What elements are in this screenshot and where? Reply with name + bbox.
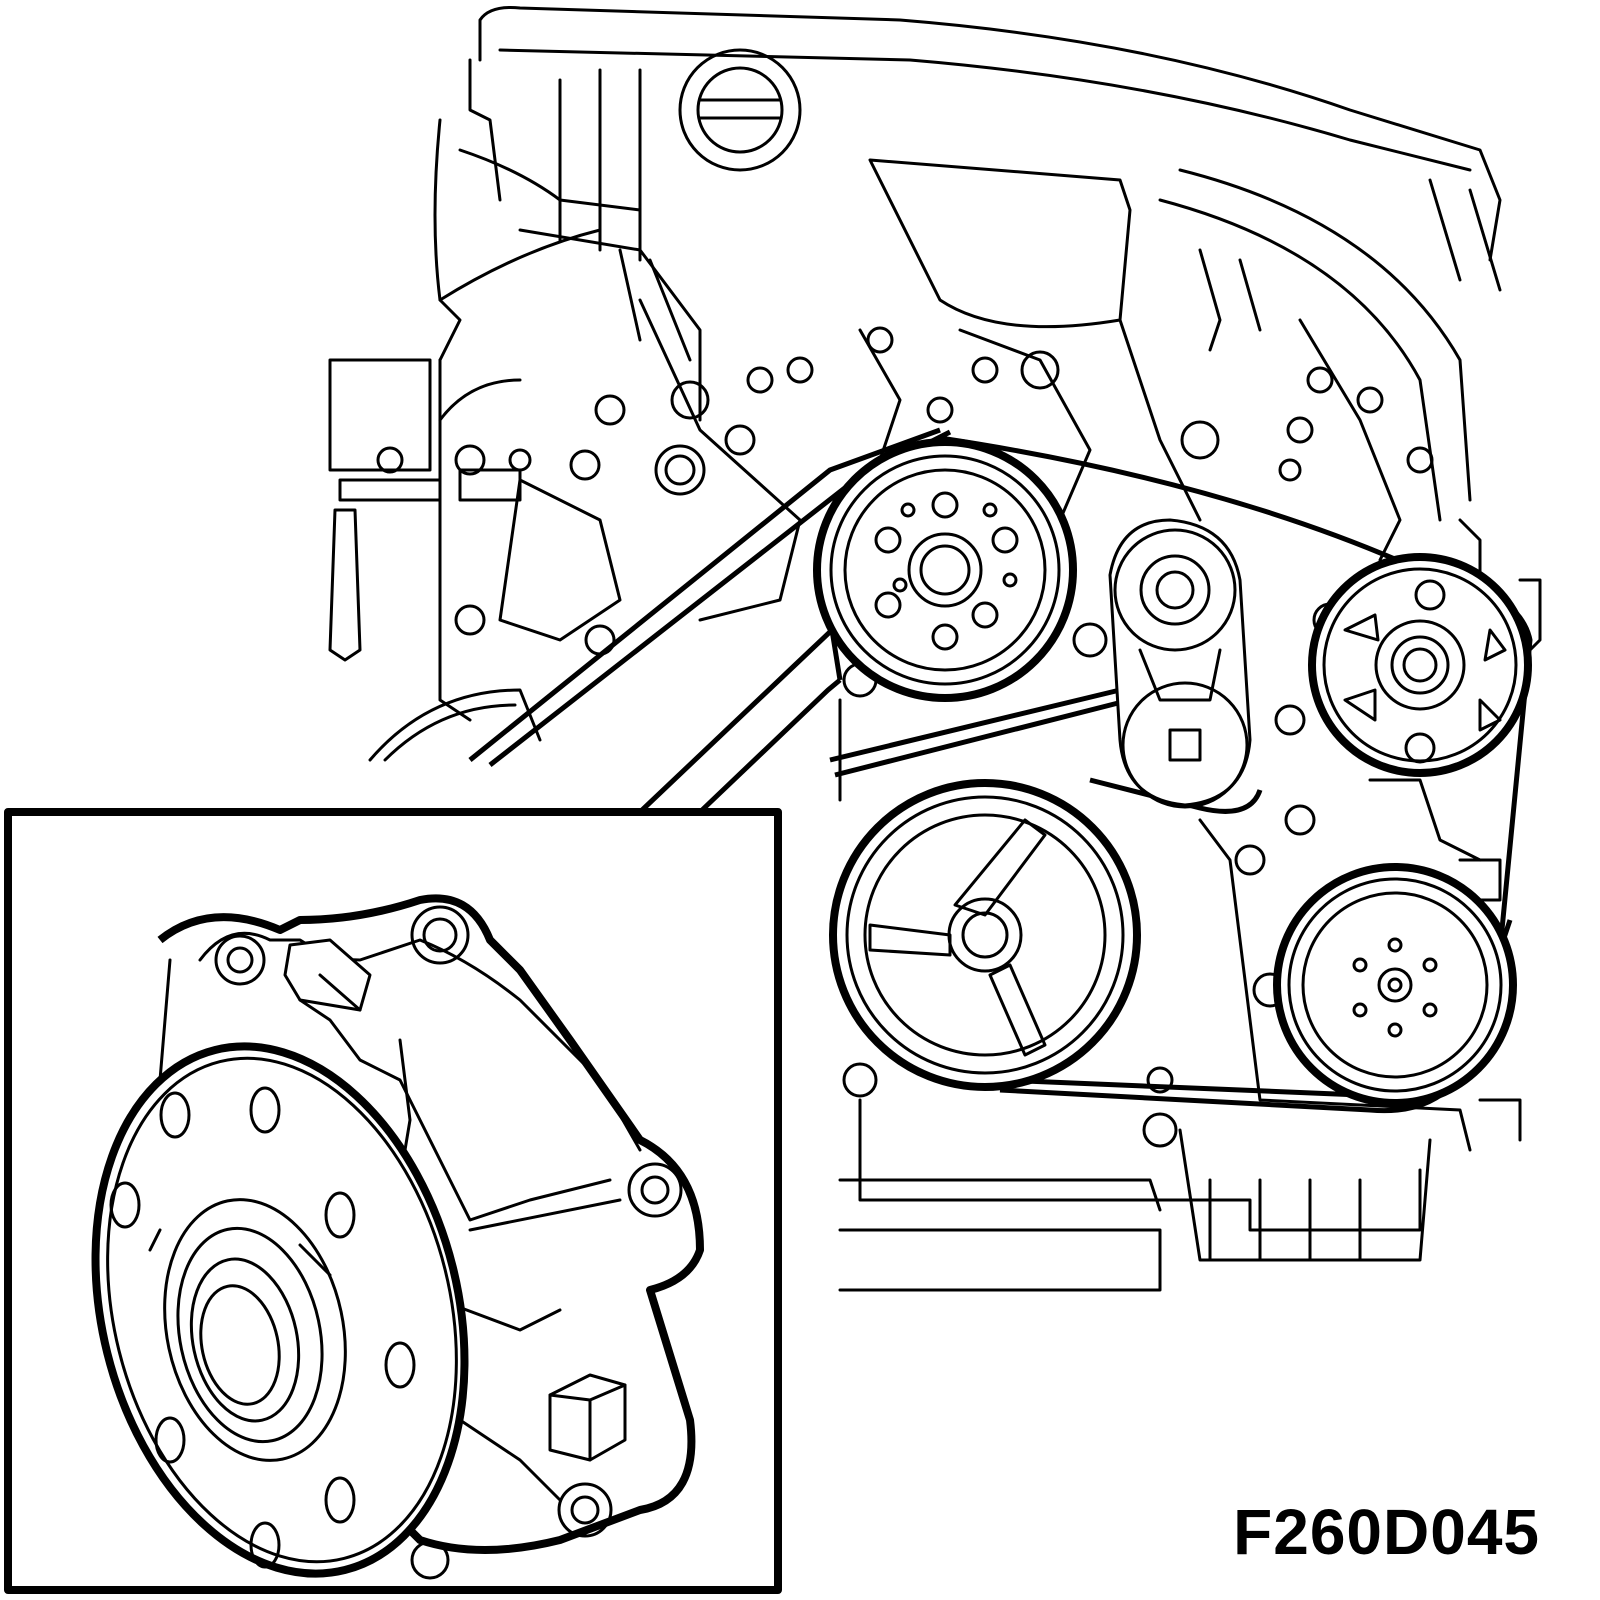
water-pump-pulley (813, 438, 1077, 702)
power-steering-pulley (1308, 553, 1532, 777)
water-pump-icon (91, 894, 704, 1580)
figure-id-label: F260D045 (1233, 1496, 1540, 1568)
ac-compressor-pulley (1273, 863, 1517, 1107)
callout-leader (638, 628, 843, 814)
belt-tensioner (1108, 518, 1252, 809)
crankshaft-pulley (829, 779, 1141, 1091)
